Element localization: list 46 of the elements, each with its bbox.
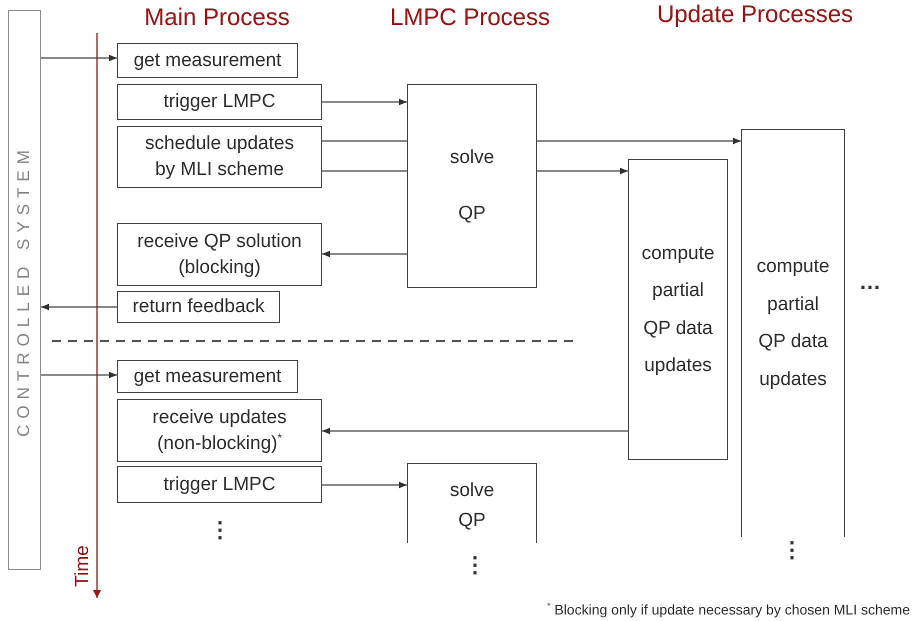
- ellipsis: ⋮: [781, 537, 803, 563]
- process-box: [407, 84, 537, 288]
- arrow: [322, 98, 407, 106]
- process-box: [117, 84, 322, 120]
- system-bar: [8, 10, 41, 570]
- process-box: [117, 466, 322, 503]
- arrow: [322, 250, 407, 258]
- process-box: [117, 223, 322, 286]
- column-heading: Update Processes: [656, 1, 854, 29]
- process-box: [117, 399, 322, 462]
- arrow: [537, 168, 628, 174]
- box-label: receive QP solution (blocking): [136, 230, 303, 280]
- ellipsis: …: [859, 269, 881, 295]
- column-heading: Main Process: [144, 4, 290, 32]
- arrow: [41, 304, 117, 310]
- arrow: [322, 482, 407, 488]
- axis-label: Time: [72, 545, 94, 587]
- arrow: [41, 372, 117, 378]
- box-label: compute partial QP data updates: [756, 255, 830, 392]
- box-label: get measurement: [134, 364, 282, 389]
- ellipsis: ⋮: [464, 552, 486, 578]
- box-label: schedule updates by MLI scheme: [144, 132, 295, 182]
- box-label: trigger LMPC: [164, 472, 276, 497]
- system-label: CONTROLLED SYSTEM: [13, 144, 34, 436]
- arrow: [537, 138, 741, 144]
- process-box: [117, 126, 322, 188]
- process-box: [117, 360, 298, 393]
- box-label: return feedback: [132, 295, 265, 320]
- process-box: [741, 129, 845, 537]
- box-label: QP: [458, 508, 486, 533]
- footnote: $^{*}$ Blocking only if update necessary by chosen MLI scheme: [547, 600, 910, 618]
- box-label: QP: [458, 202, 486, 226]
- ellipsis: ⋮: [209, 517, 231, 543]
- box-label: trigger LMPC: [164, 90, 276, 114]
- arrow: [322, 428, 628, 434]
- box-label: compute partial QP data updates: [642, 242, 714, 378]
- box-label: receive updates (non-blocking)$^{*}$: [151, 406, 288, 456]
- process-box: [407, 463, 537, 543]
- arrow: [41, 54, 117, 62]
- box-label: solve: [450, 479, 494, 503]
- column-heading: LMPC Process: [390, 4, 550, 32]
- box-label: get measurement: [134, 48, 282, 73]
- box-label: solve: [450, 146, 494, 170]
- process-box: [117, 43, 298, 78]
- process-box: [628, 159, 728, 460]
- process-box: [117, 291, 280, 323]
